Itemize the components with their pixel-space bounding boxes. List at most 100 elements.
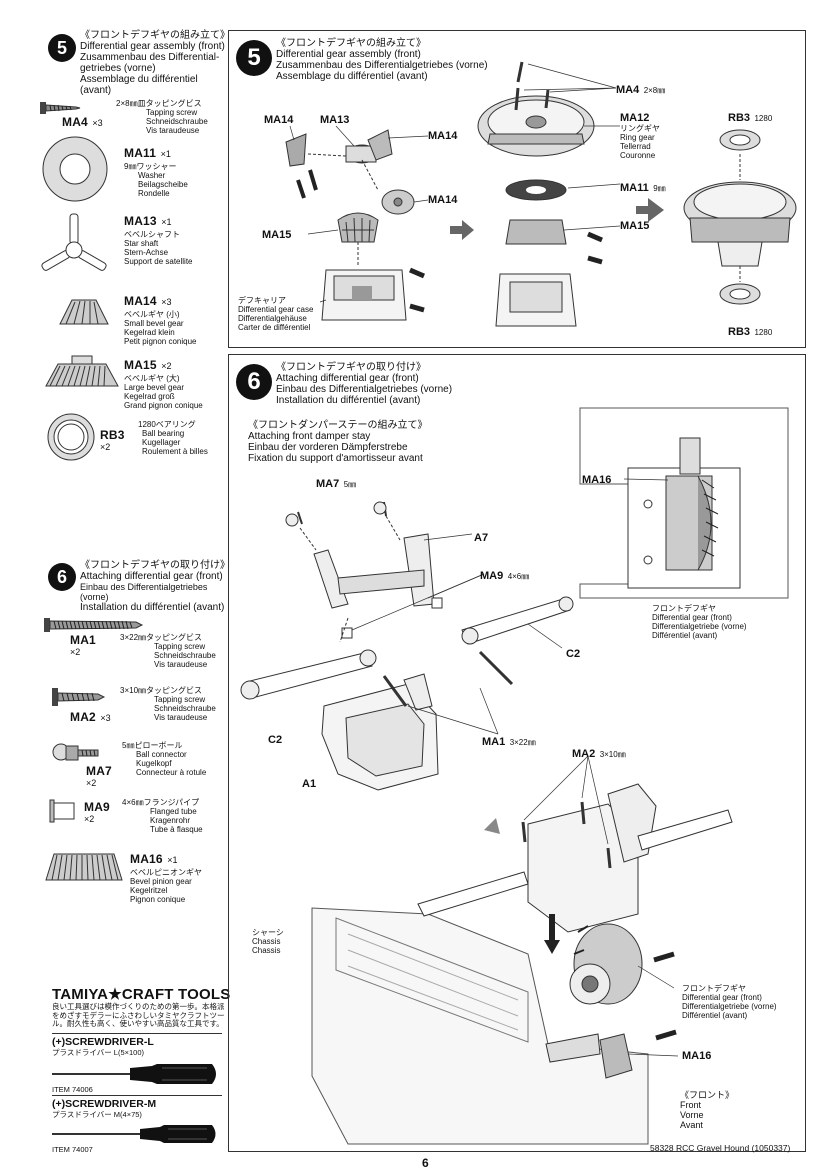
- product-code: 58328 RCC Gravel Hound (1050337): [650, 1143, 791, 1153]
- part-qty: ×1: [167, 855, 178, 865]
- size: 9㎜: [653, 184, 666, 193]
- label-diff-top: フロントデフギヤ Differential gear (front) Diffe…: [652, 604, 747, 640]
- part-qty: ×2: [70, 647, 81, 657]
- case-fr: Carter de différentiel: [238, 323, 311, 332]
- title-de: Einbau des Differentialgetriebes (vorne): [276, 384, 453, 395]
- panel-step6: [228, 354, 806, 1152]
- chassis-top-view-drawing: [579, 407, 789, 599]
- small-bevel-gear-ma14-icon: [59, 299, 109, 325]
- label-ma9: MA9 4×6㎜: [480, 566, 529, 584]
- code: RB3: [728, 112, 751, 124]
- desc-fr: Connecteur à rotule: [136, 768, 207, 777]
- case-de: Differentialgehäuse: [238, 314, 307, 323]
- desc-en: Star shaft: [124, 239, 159, 248]
- large-bevel-gear-ma15-icon: [45, 355, 119, 387]
- part-code: MA9: [84, 800, 110, 814]
- size: 3×10㎜: [599, 750, 626, 759]
- part-qty: ×1: [160, 149, 171, 159]
- tools-text: 良い工具選びは模作づくりのための第一歩。本格派 をめざすモデラーにふさわしいタミ…: [52, 1002, 227, 1029]
- title-jp: 《フロントデフギヤの組み立て》: [80, 30, 230, 41]
- tool1-item: ITEM 74006: [52, 1085, 93, 1094]
- part-jp: ベベルギヤ (小): [124, 310, 180, 319]
- desc-fr: Support de satellite: [124, 257, 193, 266]
- page-number: 6: [422, 1156, 429, 1168]
- label-a7: A7: [474, 532, 489, 544]
- part-ma9: MA9 ×2: [84, 800, 110, 824]
- ma12-de: Tellerrad: [620, 142, 651, 151]
- label-c2-right: C2: [566, 648, 581, 660]
- label-ma2: MA2 3×10㎜: [572, 744, 626, 762]
- desc-de: Schneidschraube: [146, 117, 208, 126]
- panel6-subtitle: 《フロントダンパーステーの組み立て》 Attaching front dampe…: [248, 420, 508, 464]
- desc-de: Kugellager: [142, 438, 181, 447]
- title-de: Zusammenbau des Differential-: [80, 52, 220, 63]
- part-qty: ×1: [161, 217, 172, 227]
- part-jp: ベベルシャフト: [124, 230, 180, 239]
- title-jp: 《フロントデフギヤの組み立て》: [276, 38, 426, 49]
- title-jp: 《フロントデフギヤの取り付け》: [80, 560, 230, 571]
- title-en: Attaching differential gear (front): [276, 373, 419, 384]
- part-jp: ベベルギヤ (大): [124, 374, 180, 383]
- front-en: Front: [680, 1100, 702, 1110]
- tool2-jp: プラスドライバー M(4×75): [52, 1110, 142, 1119]
- bevel-gear-assembly-drawing: [285, 129, 425, 321]
- diff-jp: フロントデフギヤ: [652, 604, 716, 613]
- desc-de: Kegelrad klein: [124, 328, 175, 337]
- label-a1: A1: [302, 778, 317, 790]
- desc-de: Stern-Achse: [124, 248, 169, 257]
- part-qty: ×3: [92, 118, 103, 128]
- ma12-en: Ring gear: [620, 133, 655, 142]
- label-ma4: MA4 2×8㎜: [616, 80, 665, 98]
- part-jp: 3×22㎜タッピングビス: [120, 633, 203, 642]
- label-ma13: MA13: [320, 114, 350, 126]
- label-chassis: シャーシ Chassis Chassis: [252, 928, 284, 955]
- part-ma2: MA2 ×3: [70, 708, 111, 726]
- desc-de: Kegelritzel: [130, 886, 168, 895]
- tapping-screw-ma4-icon: [40, 102, 81, 114]
- desc-fr: Petit pignon conique: [124, 337, 197, 346]
- size: 5㎜: [343, 480, 357, 489]
- label-rb3-bottom: RB3 1280: [728, 322, 772, 340]
- title-fr: Installation du différentiel (avant): [276, 395, 421, 406]
- title-en: Differential gear assembly (front): [80, 41, 225, 52]
- diff-fr: Différentiel (avant): [652, 631, 718, 640]
- part-qty: ×2: [161, 361, 172, 371]
- part-jp: 5㎜ピローボール: [122, 741, 183, 750]
- title-de: Einbau des Differentialgetriebes (vorne): [80, 582, 208, 602]
- desc-en: Ball bearing: [142, 429, 185, 438]
- desc-fr: Pignon conique: [130, 895, 186, 904]
- label-ma16-top: MA16: [582, 474, 612, 486]
- title-de-2: getriebes (vorne): [80, 63, 156, 74]
- code: MA4: [616, 84, 640, 96]
- code: MA2: [572, 748, 596, 760]
- part-qty: ×2: [86, 778, 97, 788]
- label-ma14-a: MA14: [264, 114, 294, 126]
- chassis-install-drawing: [311, 783, 733, 1145]
- step5-badge: 5: [48, 34, 76, 62]
- code: MA11: [620, 182, 649, 194]
- part-ma1: MA1 ×2: [70, 633, 96, 657]
- code: MA9: [480, 570, 504, 582]
- tool2-item: ITEM 74007: [52, 1145, 93, 1154]
- star-shaft-ma13-icon: [41, 213, 107, 271]
- title-en: Differential gear assembly (front): [276, 49, 421, 60]
- part-code: MA4: [62, 115, 88, 129]
- code: MA1: [482, 736, 506, 748]
- step6-badge: 6: [48, 563, 76, 591]
- ma12-jp: リングギヤ: [620, 124, 660, 133]
- tool1-name: (+)SCREWDRIVER-L: [52, 1036, 154, 1048]
- label-diff-bottom: フロントデフギヤ Differential gear (front) Diffe…: [682, 984, 777, 1020]
- title-en: Attaching differential gear (front): [80, 571, 223, 582]
- part-rb3-desc: 1280ベアリング Ball bearing Kugellager Roulem…: [138, 420, 208, 456]
- label-ma7: MA7 5㎜: [316, 474, 356, 492]
- title-de: Zusammenbau des Differentialgetriebes (v…: [276, 60, 488, 71]
- tapping-screw-ma2-icon: [52, 688, 106, 706]
- part-ma16: MA16 ×1 ベベルピニオンギヤ Bevel pinion gear Kege…: [130, 850, 202, 904]
- tool1-jp: プラスドライバー L(5×100): [52, 1048, 145, 1057]
- sub-fr: Fixation du support d'amortisseur avant: [248, 453, 423, 464]
- part-jp: 1280ベアリング: [138, 420, 196, 429]
- sub-de: Einbau der vorderen Dämpferstrebe: [248, 442, 408, 453]
- label-ma11: MA11 9㎜: [620, 178, 666, 196]
- size: 1280: [754, 328, 773, 337]
- part-ma15: MA15 ×2 ベベルギヤ (大) Large bevel gear Kegel…: [124, 356, 203, 410]
